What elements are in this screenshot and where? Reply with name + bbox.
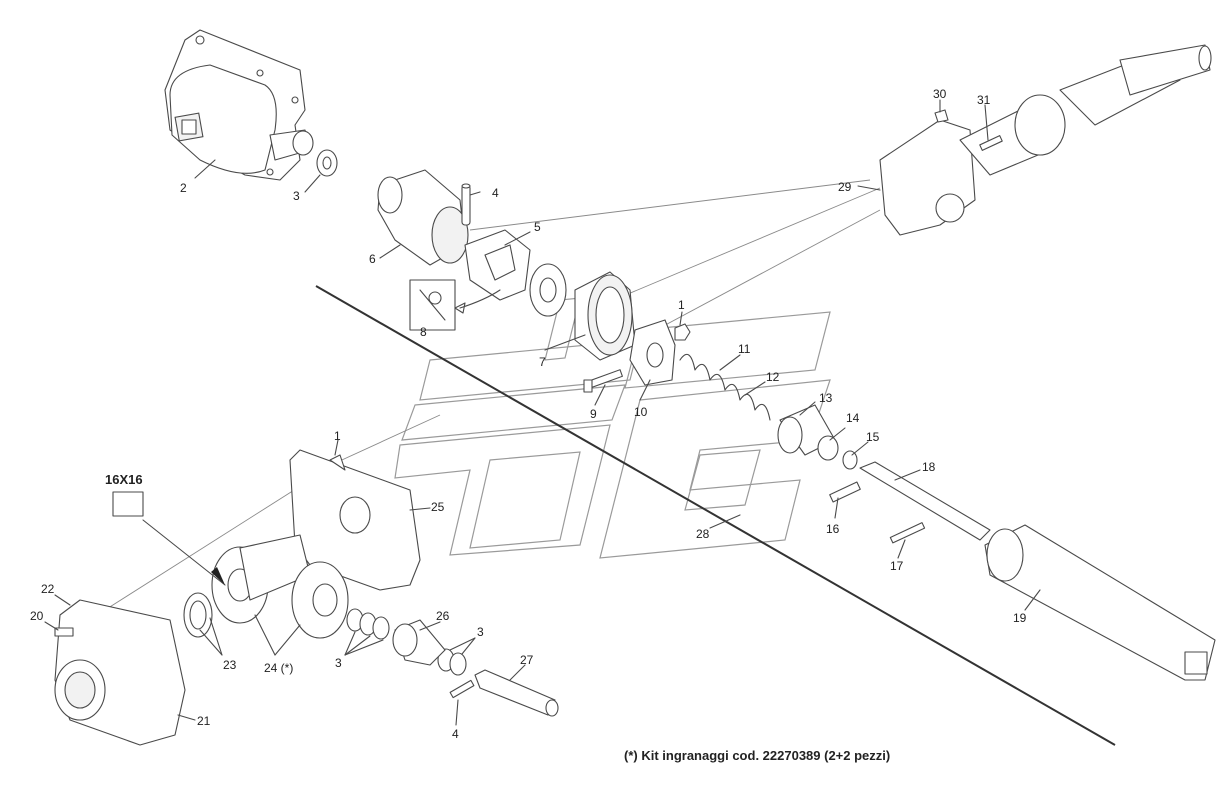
roll-pin-17 [889, 522, 926, 544]
size-box-label: 16X16 [105, 472, 143, 487]
label-24: 24 (*) [264, 661, 293, 675]
label-4-top: 4 [492, 186, 499, 200]
size-arrow-icon [211, 567, 225, 585]
size-box-square [112, 491, 144, 517]
label-12: 12 [766, 370, 780, 384]
clutch-bell [574, 271, 636, 361]
pto-shaft-assembly [879, 44, 1212, 236]
label-8: 8 [420, 325, 427, 339]
label-18: 18 [922, 460, 936, 474]
gearbox-housing-bottom [54, 599, 186, 746]
clutch-flange [629, 319, 676, 386]
label-16: 16 [826, 522, 840, 536]
label-21: 21 [197, 714, 211, 728]
label-5: 5 [534, 220, 541, 234]
pin-16 [829, 481, 861, 503]
circlip-15 [842, 450, 858, 470]
label-30: 30 [933, 87, 947, 101]
label-3-bottom-right: 3 [477, 625, 484, 639]
bushing [392, 619, 446, 666]
assembly-axis-line [315, 285, 1116, 746]
label-10: 10 [634, 405, 648, 419]
detail-inset [409, 279, 501, 331]
output-shaft [474, 669, 559, 717]
label-2: 2 [180, 181, 187, 195]
label-3-top: 3 [293, 189, 300, 203]
label-1-lower: 1 [334, 429, 341, 443]
label-1-upper: 1 [678, 298, 685, 312]
label-3-bottom-left: 3 [335, 656, 342, 670]
pin-top [461, 183, 471, 226]
label-20: 20 [30, 609, 44, 623]
universal-joint-yoke [464, 229, 567, 317]
label-23: 23 [223, 658, 237, 672]
label-19: 19 [1013, 611, 1027, 625]
inner-shaft [859, 461, 991, 541]
label-14: 14 [846, 411, 860, 425]
label-25: 25 [431, 500, 445, 514]
seal-ring [183, 592, 213, 638]
bolt-9 [583, 369, 623, 393]
leader-lines [44, 99, 1041, 726]
label-28: 28 [696, 527, 710, 541]
label-31: 31 [977, 93, 991, 107]
label-13: 13 [819, 391, 833, 405]
label-26: 26 [436, 609, 450, 623]
washer-top [316, 149, 338, 177]
gearbox-housing-top [164, 29, 314, 181]
label-29: 29 [838, 180, 852, 194]
kit-note: (*) Kit ingranaggi cod. 22270389 (2+2 pe… [624, 748, 890, 763]
label-4-bottom: 4 [452, 727, 459, 741]
label-6: 6 [369, 252, 376, 266]
ring-14 [817, 435, 839, 461]
label-22: 22 [41, 582, 55, 596]
gear-pinion-left [211, 534, 311, 624]
label-15: 15 [866, 430, 880, 444]
size-callout: 16X16 [105, 472, 226, 586]
label-17: 17 [890, 559, 904, 573]
label-9: 9 [590, 407, 597, 421]
nut-upper [674, 323, 691, 341]
washers-bottom [346, 608, 467, 676]
label-11: 11 [738, 342, 751, 356]
label-7: 7 [539, 355, 546, 369]
watermark-logo [394, 297, 831, 559]
pin-bottom [449, 679, 475, 699]
gear-pinion-right [291, 561, 349, 639]
coupling-cylinder [377, 169, 469, 266]
label-27: 27 [520, 653, 534, 667]
spring [679, 353, 771, 421]
part-labels: 2 3 4 5 6 8 7 1 9 10 11 12 13 14 15 18 1… [30, 87, 1027, 741]
outer-tube [984, 524, 1216, 681]
gearbox-cover [289, 449, 421, 591]
